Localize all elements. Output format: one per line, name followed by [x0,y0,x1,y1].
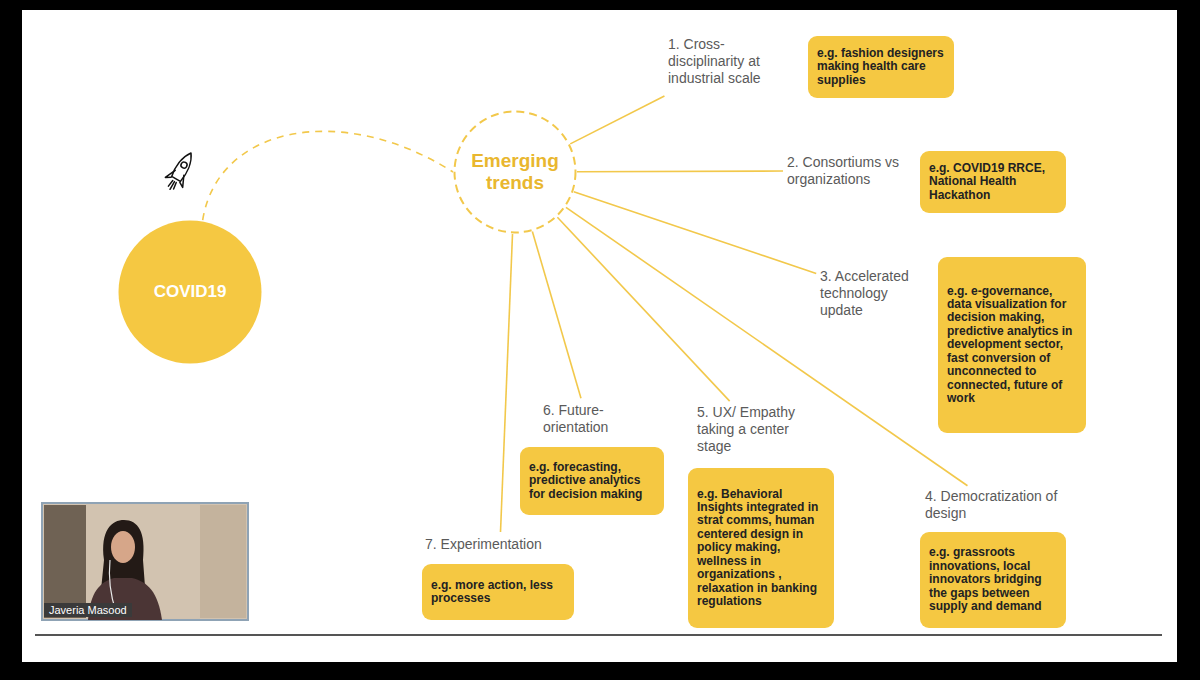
webcam-thumbnail [42,503,248,620]
example-box: e.g. Behavioral Insights integrated in s… [688,468,834,628]
trend-heading: 1. Cross-disciplinarity at industrial sc… [668,36,798,86]
example-text: e.g. fashion designers making health car… [817,47,945,87]
speaker-name: Javeria Masood [44,603,132,617]
example-box: e.g. fashion designers making health car… [808,36,954,98]
example-box: e.g. COVID19 RRCE, National Health Hacka… [920,151,1066,213]
connector-line [557,217,729,401]
example-text: e.g. COVID19 RRCE, National Health Hacka… [929,162,1057,202]
trend-heading: 3. Accelerated technology update [820,268,930,318]
connector-line [570,96,664,144]
circle-text-wrap: COVID19 [131,233,249,351]
example-text: e.g. e-governance, data visualization fo… [947,285,1077,406]
trend-node: 7. Experimentation e.g. more action, less… [422,536,575,620]
example-text: e.g. forecasting, predictive analytics f… [529,461,655,501]
rocket-icon [161,148,199,194]
circle-label: Emerging trends [465,150,565,194]
connector-line [532,232,581,399]
trend-node: 6. Future-orientation e.g. forecasting, p… [520,402,664,515]
source-circle: COVID19 [117,219,263,365]
trend-node: 1. Cross-disciplinarity at industrial sc… [668,36,954,98]
example-box: e.g. grassroots innovations, local innov… [920,532,1066,628]
example-box: e.g. more action, less processes [422,564,574,620]
circle-shape [119,221,262,364]
trend-heading: 6. Future-orientation [543,402,631,436]
trend-heading: 7. Experimentation [425,536,575,553]
example-box: e.g. forecasting, predictive analytics f… [520,447,664,515]
trend-node: 4. Democratization of design e.g. grassro… [920,488,1066,628]
trend-node: 2. Consortiums vs organizations e.g. COVI… [787,151,1066,213]
trend-heading: 2. Consortiums vs organizations [787,154,915,188]
example-box: e.g. e-governance, data visualization fo… [938,257,1086,433]
connector-line [203,131,453,220]
bottom-rule [35,634,1162,636]
connector-line [577,170,783,172]
example-text: e.g. grassroots innovations, local innov… [929,546,1057,613]
connector-line [500,234,512,532]
trend-heading: 4. Democratization of design [925,488,1065,522]
circle-shape [455,112,576,233]
trend-node: 3. Accelerated technology update e.g. e-g… [820,257,1086,433]
connector-line [574,192,816,274]
example-text: e.g. Behavioral Insights integrated in s… [697,488,825,609]
hub-circle: Emerging trends [453,110,577,234]
connector-line [566,207,968,485]
circle-text-wrap: Emerging trends [465,122,565,222]
trend-heading: 5. UX/ Empathy taking a center stage [697,404,815,454]
circle-label: COVID19 [154,282,227,302]
trend-node: 5. UX/ Empathy taking a center stage e.g.… [688,404,834,628]
example-text: e.g. more action, less processes [431,579,565,606]
